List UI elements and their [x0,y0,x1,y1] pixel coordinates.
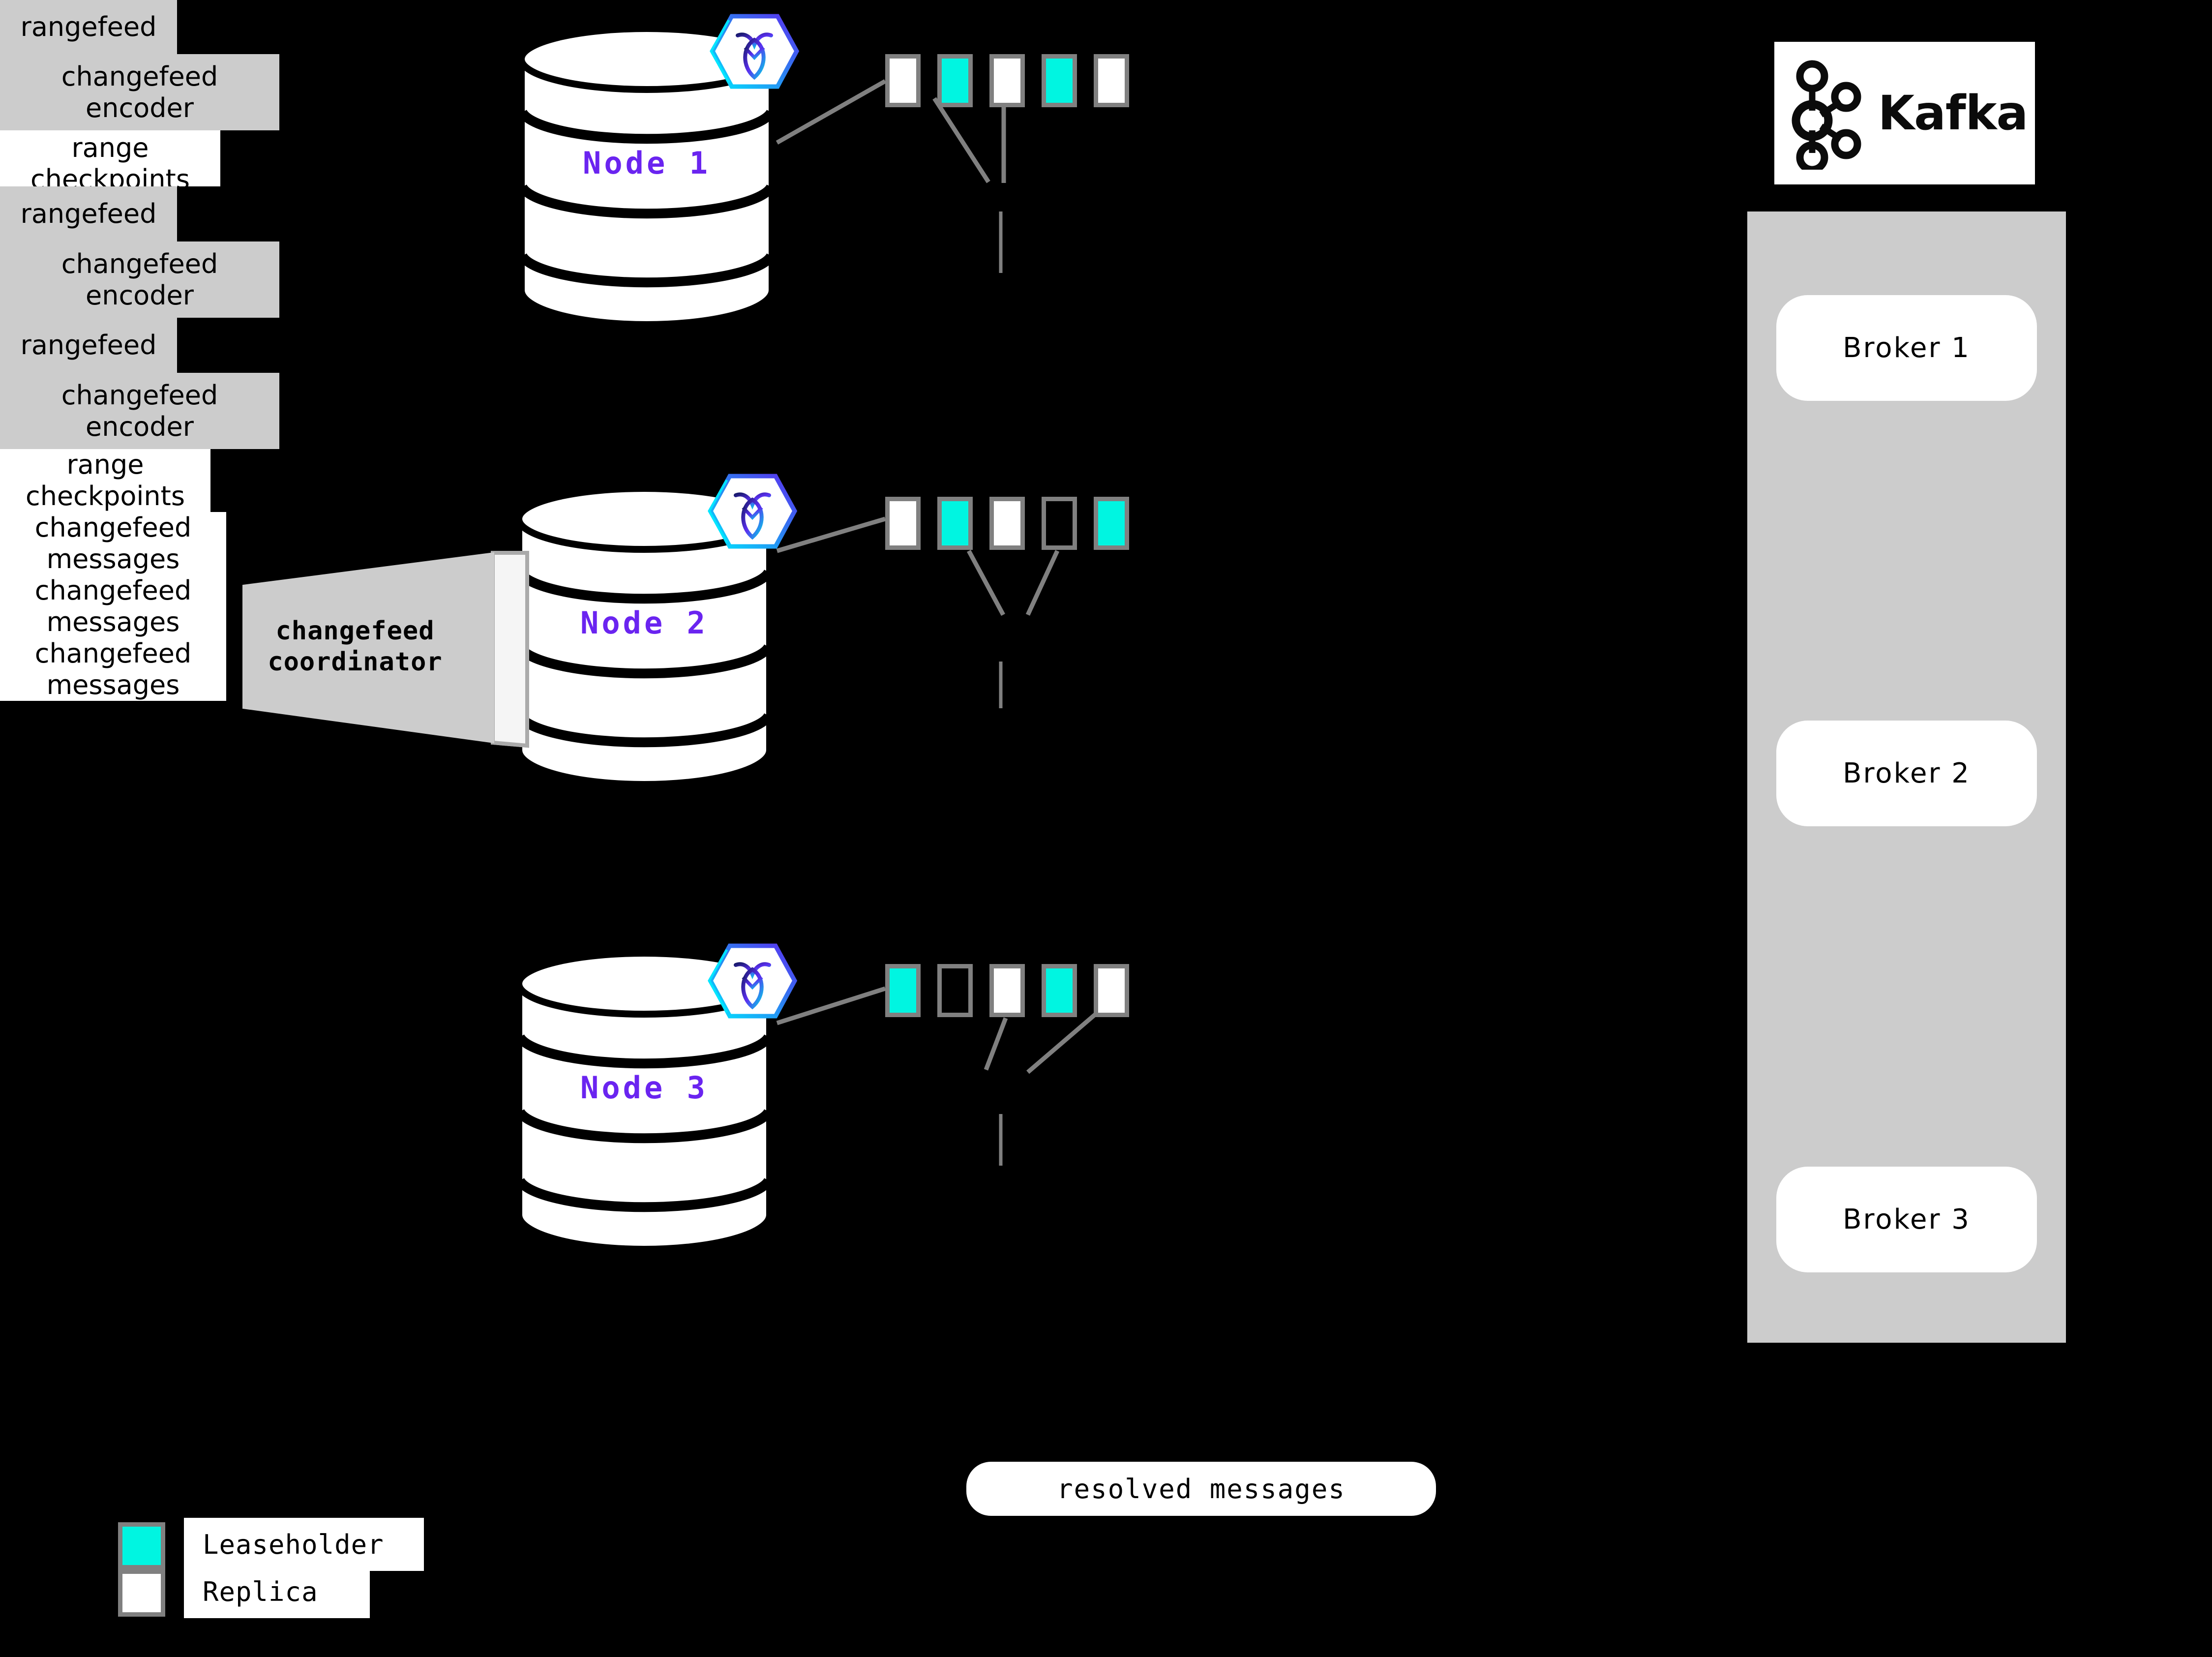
node-3-range-row [885,964,1146,1017]
broker-2[interactable]: Broker 2 [1776,721,2037,826]
range-square [989,964,1025,1017]
node-3-cylinder: Node 3 [514,949,775,1249]
range-square [1042,964,1077,1017]
range-checkpoints-line1: range [71,132,149,163]
broker-1[interactable]: Broker 1 [1776,295,2037,401]
node-3-range-checkpoints-label: range checkpoints [0,449,210,512]
range-square [989,497,1025,550]
range-square [989,54,1025,107]
node-3-rangefeed-box: rangefeed [0,318,177,373]
changefeed-messages-label-3: changefeed messages [0,638,226,701]
rangefeed-label: rangefeed [20,11,157,43]
messages-line2: messages [46,606,180,637]
node-1-encoder-box: changefeed encoder [0,54,279,130]
legend-label-replica: Replica [184,1565,370,1618]
messages-line1: changefeed [34,512,192,543]
coordinator-line1: changefeed [275,616,435,646]
range-checkpoints-line1: range [66,449,144,481]
range-checkpoints-line2: checkpoints [30,163,190,186]
range-square [1042,54,1077,107]
range-square [937,964,973,1017]
resolved-messages-label: resolved messages [1057,1473,1345,1505]
range-checkpoints-line2: checkpoints [26,481,185,512]
range-square [1042,497,1077,550]
coordinator-flag-shape [242,551,529,748]
changefeed-coordinator: changefeed coordinator [242,546,567,753]
node-2-range-row [885,497,1146,550]
encoder-label-line1: changefeed [61,379,218,411]
cockroachdb-logo [707,942,798,1021]
encoder-label-line1: changefeed [61,60,218,92]
range-square [1094,964,1129,1017]
cylinder-shape [518,25,776,325]
rangefeed-label: rangefeed [20,330,157,361]
encoder-label-line2: encoder [86,92,194,123]
legend-swatch-replica [118,1569,165,1617]
messages-line1: changefeed [34,638,192,669]
range-square [885,54,921,107]
encoder-label-line2: encoder [86,279,194,311]
broker-label: Broker 1 [1843,332,1971,364]
range-square [937,497,973,550]
node-1-rangefeed-box: rangefeed [0,0,177,54]
encoder-label-line1: changefeed [61,248,218,279]
range-square [1094,54,1129,107]
changefeed-messages-label-1: changefeed messages [0,512,226,575]
legend-label-leaseholder: Leaseholder [184,1518,424,1571]
node-1-range-row [885,54,1146,107]
range-square [1094,497,1129,550]
broker-label: Broker 3 [1843,1204,1971,1235]
node-1-range-checkpoints-label: range checkpoints [0,130,220,186]
legend-text: Leaseholder [203,1529,384,1560]
node-3-encoder-box: changefeed encoder [0,373,279,449]
messages-line2: messages [46,669,180,700]
node-2-encoder-box: changefeed encoder [0,241,279,318]
legend-swatch-leaseholder [118,1522,165,1569]
cockroachdb-logo [709,12,800,91]
messages-line2: messages [46,543,180,574]
legend-text: Replica [203,1576,318,1607]
cockroachdb-logo [707,472,798,551]
broker-label: Broker 2 [1843,757,1971,789]
encoder-label-line2: encoder [86,411,194,442]
changefeed-messages-label-2: changefeed messages [0,575,226,638]
broker-3[interactable]: Broker 3 [1776,1167,2037,1272]
coordinator-text: changefeed coordinator [247,607,463,686]
rangefeed-label: rangefeed [20,198,157,230]
range-square [885,497,921,550]
kafka-logo [1792,60,1861,170]
range-square [885,964,921,1017]
coordinator-line2: coordinator [268,647,443,677]
resolved-messages-pill: resolved messages [966,1462,1436,1516]
range-square [937,54,973,107]
messages-line1: changefeed [34,575,192,606]
kafka-logo-box: Kafka [1774,42,2035,184]
kafka-wordmark: Kafka [1878,86,2029,141]
node-2-rangefeed-box: rangefeed [0,186,177,241]
